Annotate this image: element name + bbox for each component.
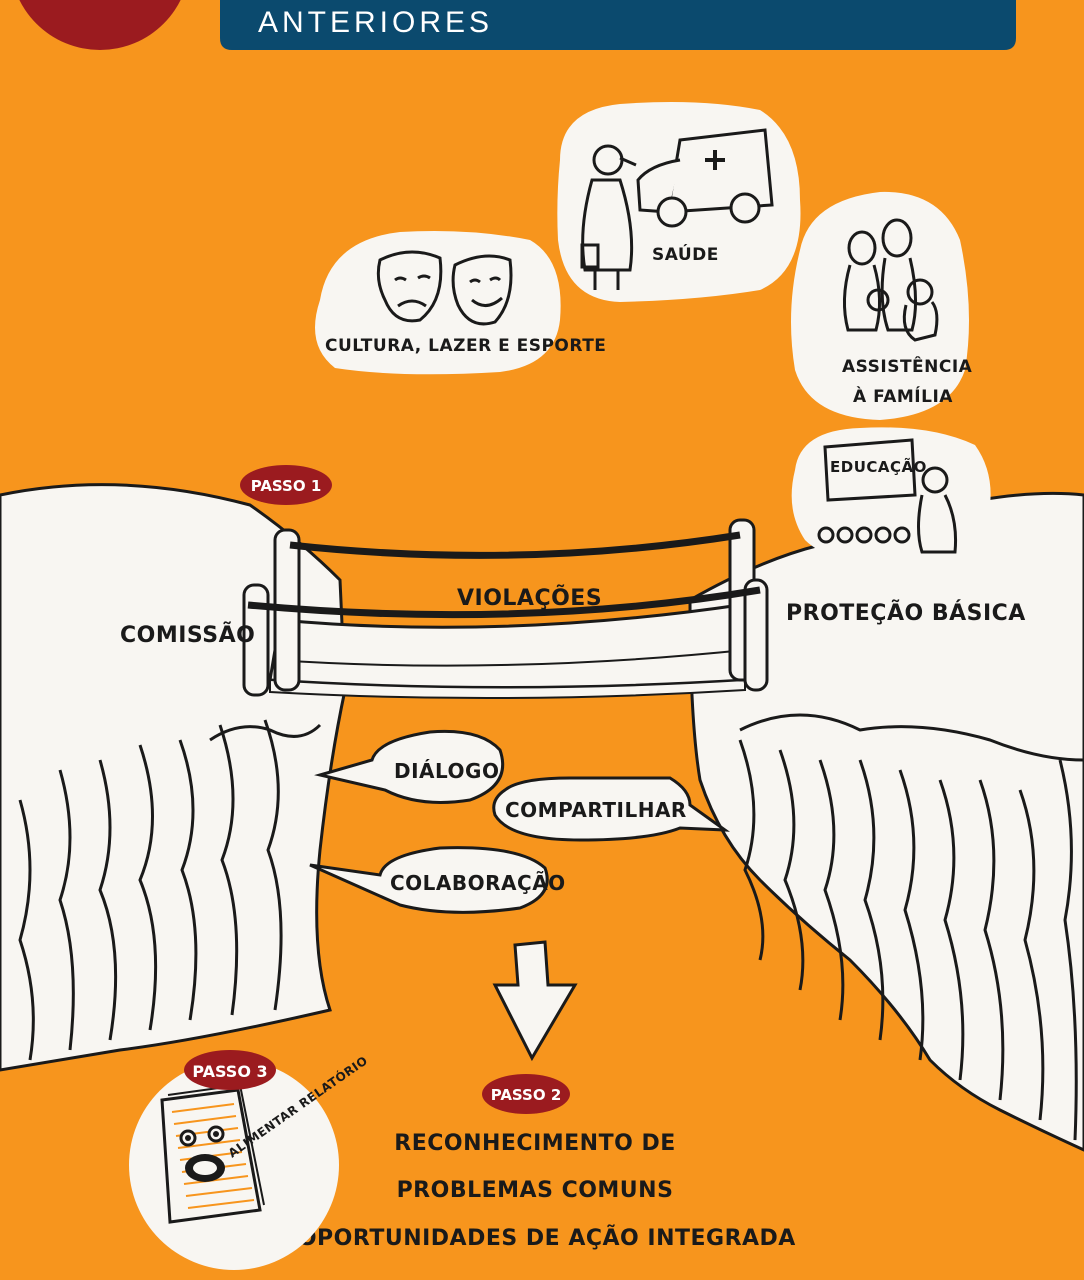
right-cliff bbox=[688, 491, 1084, 1152]
bubble-dialogo-label: DIÁLOGO bbox=[394, 759, 499, 783]
masks-icon bbox=[376, 250, 513, 326]
bubble-dialogo: DIÁLOGO bbox=[314, 729, 505, 804]
teacher-icon bbox=[817, 438, 957, 554]
step2-text-line3: E OPORTUNIDADES DE AÇÃO INTEGRADA bbox=[274, 1225, 796, 1251]
bubble-colaboracao-label: COLABORAÇÃO bbox=[390, 871, 566, 895]
step2-text-line2: PROBLEMAS COMUNS bbox=[397, 1178, 674, 1203]
header-corner-badge bbox=[19, 0, 181, 50]
bridge bbox=[242, 518, 769, 700]
bridge-plank-label: VIOLAÇÕES bbox=[457, 585, 602, 611]
sector-label-saude: SAÚDE bbox=[652, 243, 719, 265]
step3-badge: PASSO 3 bbox=[184, 1050, 276, 1090]
step2-label: PASSO 2 bbox=[491, 1086, 562, 1104]
step1-badge: PASSO 1 bbox=[240, 465, 332, 505]
header-title: ANTERIORES bbox=[258, 6, 493, 39]
health-cloud: SAÚDE bbox=[557, 102, 801, 302]
bubble-colaboracao: COLABORAÇÃO bbox=[309, 846, 566, 914]
sector-label-cultura: CULTURA, LAZER E ESPORTE bbox=[325, 336, 606, 356]
down-arrow-icon bbox=[492, 940, 578, 1062]
step3-label: PASSO 3 bbox=[192, 1062, 267, 1081]
bridge-left-label: COMISSÃO bbox=[120, 622, 255, 648]
bubble-compartilhar-label: COMPARTILHAR bbox=[505, 798, 687, 822]
header-bar bbox=[220, 0, 1016, 50]
sector-label-educacao: EDUCAÇÃO bbox=[830, 457, 927, 476]
step2-text-line1: RECONHECIMENTO DE bbox=[394, 1131, 676, 1156]
bubble-compartilhar: COMPARTILHAR bbox=[492, 776, 730, 842]
step3-group: PASSO 3 ALIMENTAR RELATÓRIO bbox=[129, 1050, 370, 1270]
family-icon bbox=[842, 218, 939, 342]
report-icon bbox=[160, 1083, 265, 1224]
doctor-icon bbox=[580, 144, 637, 290]
step2-badge: PASSO 2 bbox=[482, 1074, 570, 1114]
education-cloud: EDUCAÇÃO bbox=[791, 427, 991, 565]
sector-label-assistencia-2: À FAMÍLIA bbox=[853, 385, 953, 407]
step1-label: PASSO 1 bbox=[251, 477, 322, 495]
culture-cloud: CULTURA, LAZER E ESPORTE bbox=[315, 231, 606, 375]
sector-label-assistencia-1: ASSISTÊNCIA bbox=[842, 355, 973, 377]
bridge-right-label: PROTEÇÃO BÁSICA bbox=[786, 600, 1026, 626]
ambulance-icon bbox=[636, 128, 774, 228]
family-cloud: ASSISTÊNCIA À FAMÍLIA bbox=[791, 191, 973, 420]
